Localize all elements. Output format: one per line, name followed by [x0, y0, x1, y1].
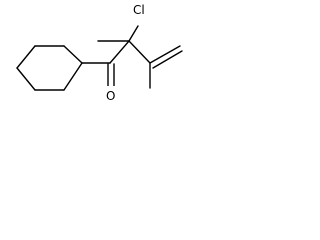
oxygen-label-background [103, 86, 115, 104]
quaternary-carbon-to-chlorine-bond [128, 25, 139, 42]
alkene-bond-line-1 [149, 45, 181, 64]
alkene-double-bond [149, 45, 183, 69]
chlorine-atom-label: Cl [133, 3, 145, 17]
alkene-bond-line-2 [152, 50, 183, 69]
ring-bond-3 [16, 45, 36, 69]
quaternary-carbon-to-vinyl-carbon-bond [128, 40, 151, 64]
ring-bond-4 [16, 67, 36, 91]
ring-bond-1 [63, 45, 83, 64]
oxygen-atom-label: O [106, 89, 115, 103]
carbonyl-group [107, 63, 115, 89]
chlorine-label-background [130, 0, 148, 18]
ring-bond-6 [63, 62, 83, 91]
cyclohexyl-ring [16, 45, 83, 91]
chemical-structure-diagram: Cl O [16, 0, 183, 104]
carbonyl-to-quaternary-carbon-bond [109, 40, 130, 64]
